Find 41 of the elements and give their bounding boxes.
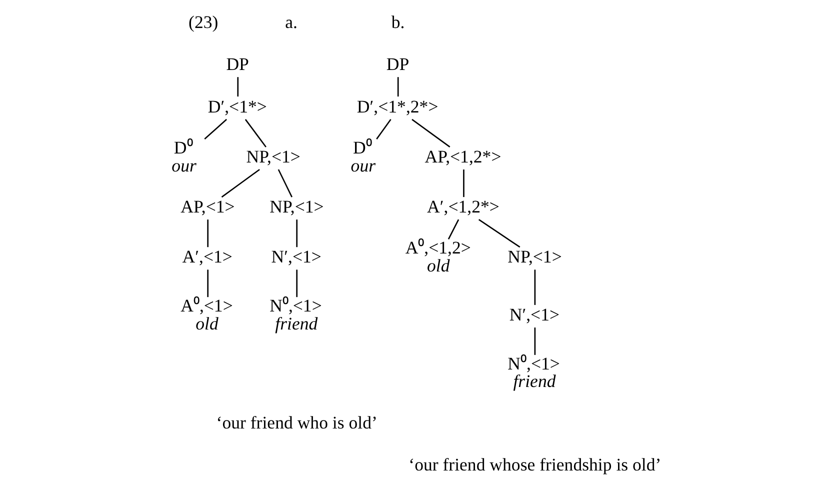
node-text: A⁰,<1,2> old: [404, 238, 470, 276]
node-text: D⁰ our: [350, 138, 376, 176]
node-text: A′,<1>: [182, 246, 232, 267]
label: ‘our friend who is old’: [216, 412, 377, 432]
node-text: D′,<1*,2*>: [356, 96, 438, 116]
connector: [534, 270, 536, 305]
node-text: D′,<1*>: [207, 96, 266, 116]
connector: [411, 118, 450, 148]
connector: [204, 118, 227, 140]
connector: [296, 220, 298, 248]
label: ‘our friend whose friendship is old’: [408, 454, 661, 475]
label: a.: [284, 12, 297, 32]
node-text: DP: [226, 54, 248, 74]
connector: [206, 270, 208, 298]
connector: [534, 328, 536, 355]
node-text: D⁰ our: [171, 138, 196, 176]
node-text: A⁰,<1> old: [180, 296, 232, 334]
node-text: AP,<1,2*>: [424, 146, 501, 166]
node-text: N′,<1>: [508, 304, 560, 324]
connector: [220, 168, 260, 198]
connector: [376, 119, 391, 140]
node-text: A′,<1,2*>: [426, 196, 499, 217]
connector: [396, 77, 398, 97]
node-text: AP,<1>: [180, 196, 234, 217]
connector: [447, 219, 459, 240]
node-text: N⁰,<1> friend: [507, 353, 560, 392]
connector: [244, 119, 266, 148]
node-text: NP,<1>: [246, 146, 300, 166]
connector: [478, 219, 520, 248]
label: (23): [188, 12, 218, 32]
node-text: NP,<1>: [269, 196, 324, 217]
connector: [462, 169, 464, 198]
connector: [277, 169, 292, 198]
node-text: N⁰,<1> friend: [269, 296, 322, 334]
node-text: NP,<1>: [507, 246, 562, 267]
connector: [206, 220, 208, 248]
node-text: N′,<1>: [270, 246, 321, 267]
label: b.: [390, 12, 404, 32]
node-text: DP: [386, 54, 409, 74]
connector: [236, 77, 238, 97]
connector: [296, 270, 298, 298]
